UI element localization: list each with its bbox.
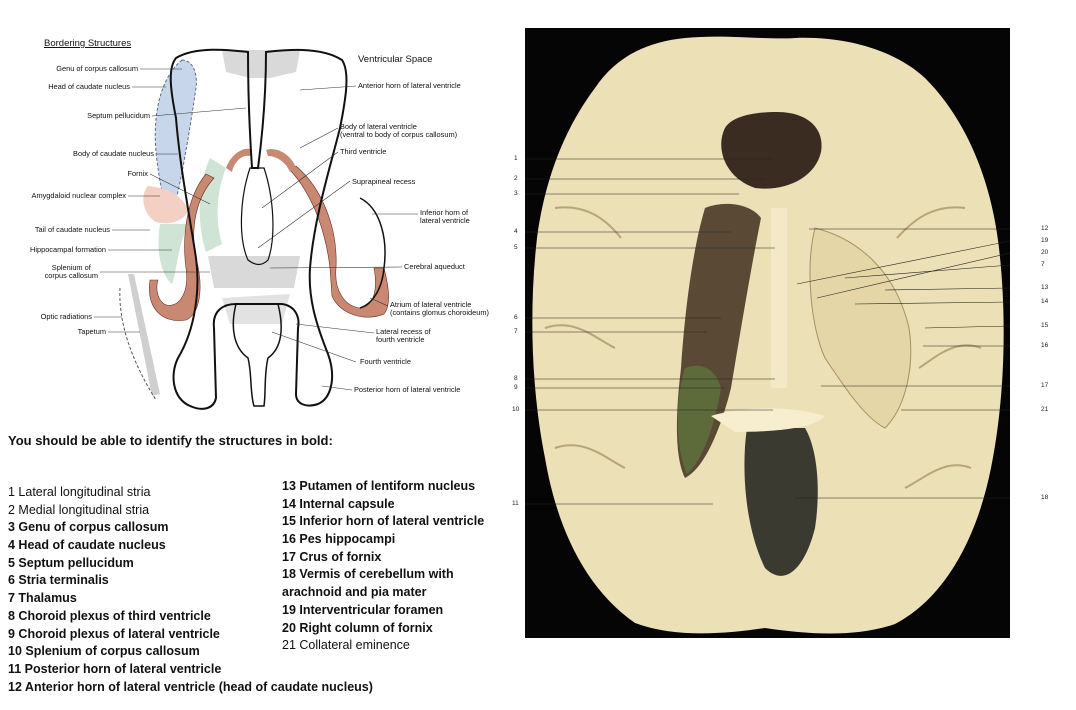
optic-radiation-line bbox=[119, 287, 157, 401]
bordering-structures-heading: Bordering Structures bbox=[44, 38, 132, 49]
grey-genu-region bbox=[222, 50, 300, 78]
legend-column-2: 13 Putamen of lentiform nucleus 14 Inter… bbox=[282, 478, 484, 655]
photo-num-12: 12 bbox=[1041, 225, 1049, 232]
photo-num-11: 11 bbox=[512, 500, 519, 507]
legend-item-16: 16 Pes hippocampi bbox=[282, 532, 396, 547]
label-body-lateral: Body of lateral ventricle (ventral to bo… bbox=[340, 122, 458, 140]
photo-num-7r: 7 bbox=[1041, 261, 1045, 268]
legend-item-1: 1 Lateral longitudinal stria bbox=[8, 485, 151, 499]
legend-item-18-cont: arachnoid and pia mater bbox=[282, 585, 427, 600]
label-optic-radiations: Optic radiations bbox=[40, 312, 92, 321]
label-head-caudate: Head of caudate nucleus bbox=[48, 82, 130, 91]
photo-num-1: 1 bbox=[514, 155, 518, 162]
choroid-right-arc bbox=[266, 149, 296, 172]
legend-item-2: 2 Medial longitudinal stria bbox=[8, 502, 150, 517]
left-choroid-plexus bbox=[677, 365, 721, 474]
photo-num-4: 4 bbox=[514, 228, 518, 235]
photo-num-9: 9 bbox=[514, 384, 518, 391]
legend-item-21: 21 Collateral eminence bbox=[282, 638, 410, 653]
legend-item-8: 8 Choroid plexus of third ventricle bbox=[8, 608, 211, 623]
photo-num-6: 6 bbox=[514, 314, 518, 321]
label-lateral-recess: Lateral recess of fourth ventricle bbox=[376, 327, 431, 345]
tapetum-band bbox=[128, 274, 160, 396]
legend-item-15: 15 Inferior horn of lateral ventricle bbox=[282, 514, 485, 529]
choroid-right bbox=[289, 165, 389, 318]
right-structures bbox=[809, 227, 912, 429]
ventricle-diagram: Bordering Structures Ventricular Space G… bbox=[0, 28, 520, 418]
photo-num-8: 8 bbox=[514, 375, 518, 382]
photo-num-2: 2 bbox=[514, 175, 518, 182]
brain-photograph bbox=[525, 28, 1010, 638]
photo-num-19: 19 bbox=[1041, 237, 1049, 244]
photo-num-18: 18 bbox=[1041, 494, 1049, 501]
inferior-horn-right bbox=[359, 197, 386, 309]
instruction-text: You should be able to identify the struc… bbox=[8, 433, 333, 448]
photo-num-15: 15 bbox=[1041, 322, 1049, 329]
fourth-ventricle-shape bbox=[232, 303, 282, 407]
cortex-fold bbox=[544, 206, 982, 489]
choroid-left-arc bbox=[226, 148, 252, 172]
legend-item-9: 9 Choroid plexus of lateral ventricle bbox=[8, 626, 220, 641]
legend-item-14: 14 Internal capsule bbox=[282, 496, 395, 511]
label-suprapineal: Suprapineal recess bbox=[352, 177, 416, 186]
legend-item-4: 4 Head of caudate nucleus bbox=[8, 538, 166, 553]
anterior-ventricle bbox=[721, 112, 822, 189]
label-atrium: Atrium of lateral ventricle (contains gl… bbox=[390, 300, 489, 318]
photo-num-20: 20 bbox=[1041, 249, 1049, 256]
brain-section-drawing bbox=[525, 36, 1010, 634]
midline-septum bbox=[771, 208, 787, 388]
legend-item-12: 12 Anterior horn of lateral ventricle (h… bbox=[8, 679, 373, 694]
label-cerebral-aqueduct: Cerebral aqueduct bbox=[404, 262, 465, 271]
label-fornix: Fornix bbox=[127, 169, 148, 178]
brain-tissue bbox=[532, 36, 1004, 634]
photo-num-16: 16 bbox=[1041, 342, 1049, 349]
legend-item-7: 7 Thalamus bbox=[8, 591, 77, 606]
legend-item-11: 11 Posterior horn of lateral ventricle bbox=[8, 661, 222, 676]
legend-column-1: 1 Lateral longitudinal stria 2 Medial lo… bbox=[8, 484, 373, 696]
label-amygdaloid: Amygdaloid nuclear complex bbox=[31, 191, 126, 200]
label-hippocampal: Hippocampal formation bbox=[30, 245, 106, 254]
ventricle-drawing bbox=[94, 48, 418, 410]
grey-fourth-region bbox=[222, 294, 290, 324]
legend-item-20: 20 Right column of fornix bbox=[282, 620, 433, 635]
photo-num-5: 5 bbox=[514, 244, 518, 251]
legend-item-17: 17 Crus of fornix bbox=[282, 549, 382, 564]
caudate-region bbox=[154, 59, 197, 209]
photo-num-10: 10 bbox=[512, 406, 520, 413]
label-inferior-horn: Inferior horn of lateral ventricle bbox=[420, 208, 470, 226]
label-septum: Septum pellucidum bbox=[87, 111, 150, 120]
label-body-caudate: Body of caudate nucleus bbox=[73, 149, 154, 158]
ventricle-outline bbox=[169, 48, 348, 410]
legend-item-5: 5 Septum pellucidum bbox=[8, 555, 134, 570]
photo-num-7: 7 bbox=[514, 328, 518, 335]
legend-item-19: 19 Interventricular foramen bbox=[282, 602, 444, 617]
label-genu: Genu of corpus callosum bbox=[56, 64, 138, 73]
legend-item-10: 10 Splenium of corpus callosum bbox=[8, 644, 200, 659]
cerebellum-vermis bbox=[744, 428, 818, 576]
label-splenium: Splenium of corpus callosum bbox=[44, 263, 98, 281]
legend-item-13: 13 Putamen of lentiform nucleus bbox=[282, 479, 476, 493]
photo-num-3: 3 bbox=[514, 190, 518, 197]
grey-aqueduct-region bbox=[208, 256, 300, 288]
splenium bbox=[711, 408, 825, 432]
hippocampus-region bbox=[158, 224, 188, 284]
ventricular-space-heading: Ventricular Space bbox=[358, 54, 433, 65]
third-ventricle-shape bbox=[240, 167, 274, 266]
label-fourth-ventricle: Fourth ventricle bbox=[360, 357, 411, 366]
label-third-ventricle: Third ventricle bbox=[340, 147, 387, 156]
label-posterior-horn: Posterior horn of lateral ventricle bbox=[354, 385, 461, 394]
hippocampus-region-2 bbox=[199, 158, 226, 252]
label-anterior-horn: Anterior horn of lateral ventricle bbox=[358, 81, 461, 90]
photo-num-17: 17 bbox=[1041, 382, 1049, 389]
amygdala-region bbox=[143, 186, 188, 224]
label-tapetum: Tapetum bbox=[77, 327, 106, 336]
legend-item-18: 18 Vermis of cerebellum with bbox=[282, 567, 454, 582]
legend-item-6: 6 Stria terminalis bbox=[8, 573, 109, 588]
legend-item-3: 3 Genu of corpus callosum bbox=[8, 520, 169, 535]
photo-num-14: 14 bbox=[1041, 298, 1049, 305]
label-tail-caudate: Tail of caudate nucleus bbox=[34, 225, 110, 234]
photo-num-13: 13 bbox=[1041, 284, 1049, 291]
photo-num-21: 21 bbox=[1041, 406, 1049, 413]
